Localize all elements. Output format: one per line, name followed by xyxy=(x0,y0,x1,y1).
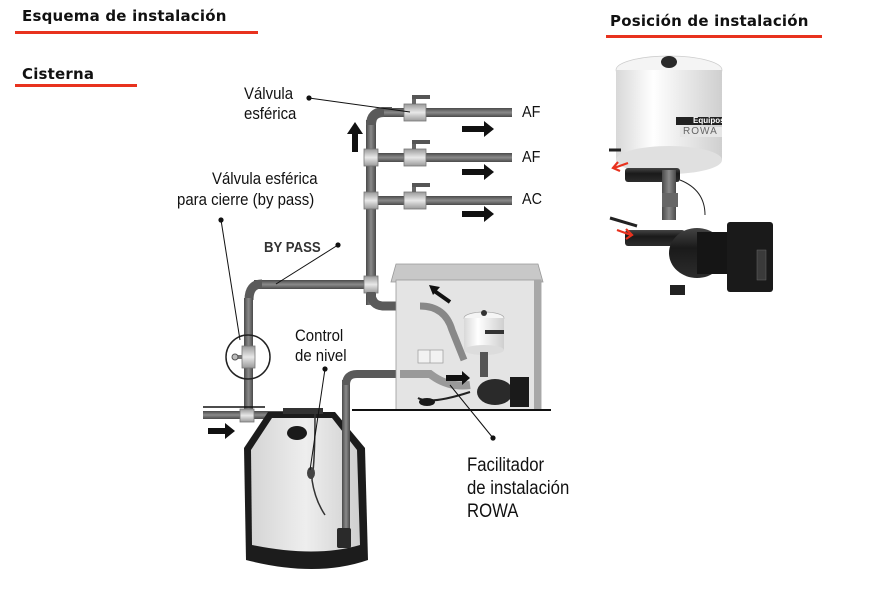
title-underline-right xyxy=(606,35,822,38)
flex-hose-upper xyxy=(419,302,468,362)
small-pump xyxy=(417,377,529,407)
section-subtitle-cistern: Cisterna xyxy=(22,65,95,83)
flow-arrow-right-icon xyxy=(462,121,494,222)
outlet-pipe-3 xyxy=(363,183,512,210)
leader-dots xyxy=(218,95,496,441)
riser-pipe xyxy=(366,107,392,305)
inlet-pipe xyxy=(203,406,293,423)
flow-arrow-curved-head-icon xyxy=(429,285,440,295)
outlet-label-af-1: AF xyxy=(522,104,541,121)
label-ball-valve-line2: esférica xyxy=(244,104,297,123)
cistern-tank xyxy=(244,408,368,569)
small-pressure-tank xyxy=(463,310,505,377)
level-float xyxy=(307,467,315,479)
section-title-scheme: Esquema de instalación xyxy=(22,7,227,25)
label-level-control-line2: de nivel xyxy=(295,346,347,365)
label-bypass: BY PASS xyxy=(264,239,321,256)
flex-hose-lower xyxy=(400,370,471,390)
inlet-arrow-icon xyxy=(208,423,235,439)
label-facilitator-line3: ROWA xyxy=(467,501,519,522)
product-tank-band-text: Equipos xyxy=(693,116,725,125)
suction-pipe xyxy=(337,370,400,548)
flow-arrow-inner-icon xyxy=(446,371,470,385)
outlet-label-ac: AC xyxy=(522,191,543,208)
product-pressure-unit xyxy=(609,55,773,295)
label-facilitator-line1: Facilitador xyxy=(467,455,545,476)
label-level-control-line1: Control xyxy=(295,326,344,345)
label-bypass-valve-line2: para cierre (by pass) xyxy=(177,190,315,209)
flow-arrow-curved-icon xyxy=(431,288,452,304)
flow-arrow-up-icon xyxy=(347,122,363,152)
label-facilitator-line2: de instalación xyxy=(467,478,570,499)
title-underline xyxy=(15,31,258,34)
outlet-label-af-2: AF xyxy=(522,149,541,166)
label-bypass-valve-line1: Válvula esférica xyxy=(212,169,318,188)
bypass-valve xyxy=(225,334,271,380)
outlet-pipe-2 xyxy=(363,140,512,167)
product-flow-arrows xyxy=(611,161,634,240)
subtitle-underline xyxy=(15,84,137,87)
leader-lines xyxy=(220,97,494,471)
section-title-position: Posición de instalación xyxy=(610,12,809,30)
product-tank-brand: ROWA xyxy=(683,126,718,137)
label-ball-valve-line1: Válvula xyxy=(244,84,294,103)
outlet-pipe-1 xyxy=(384,95,512,122)
